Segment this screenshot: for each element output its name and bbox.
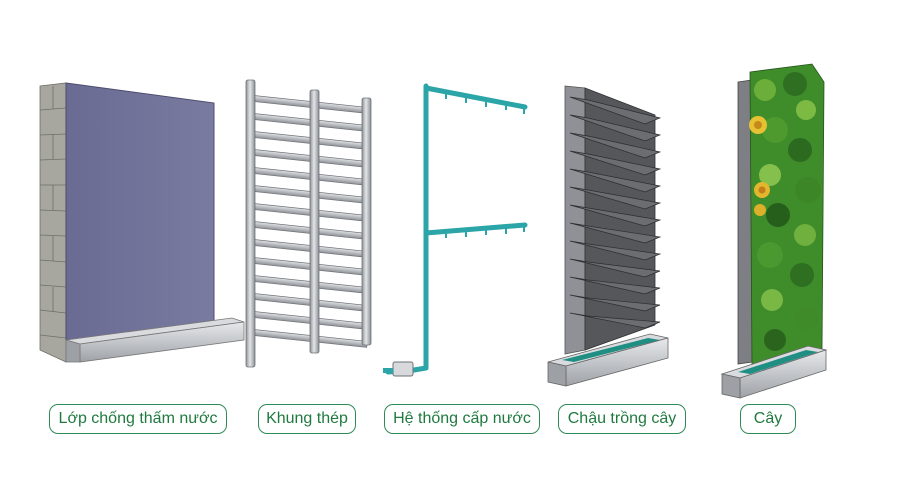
- brick-side-face: [39, 82, 67, 363]
- waterproof-layer-illustration: [39, 82, 245, 363]
- plants-illustration: [720, 63, 828, 399]
- yellow-flowers: [749, 116, 770, 216]
- steel-frame-crossbars: [247, 94, 368, 348]
- water-supply-illustration: [383, 83, 528, 377]
- planter-modules-illustration: [547, 85, 669, 387]
- label-waterproof-layer: Lớp chống thấm nước: [49, 404, 227, 434]
- label-steel-frame: Khung thép: [258, 404, 356, 434]
- label-plants: Cây: [740, 404, 796, 434]
- steel-frame-illustration: [245, 79, 372, 368]
- foliage-texture: [754, 72, 821, 351]
- water-pipes: [385, 83, 528, 375]
- waterproof-membrane: [65, 82, 215, 341]
- steel-frame-uprights: [245, 79, 372, 368]
- plants-base-tray: [720, 345, 828, 399]
- planter-base-tray: [547, 333, 669, 387]
- waterproof-base-tray: [65, 317, 245, 363]
- drip-emitters: [445, 92, 525, 238]
- label-planter-modules: Chậu trồng cây: [558, 404, 686, 434]
- label-water-supply-system: Hệ thống cấp nước: [384, 404, 540, 434]
- water-pump: [383, 361, 414, 377]
- planter-pockets: [569, 96, 662, 329]
